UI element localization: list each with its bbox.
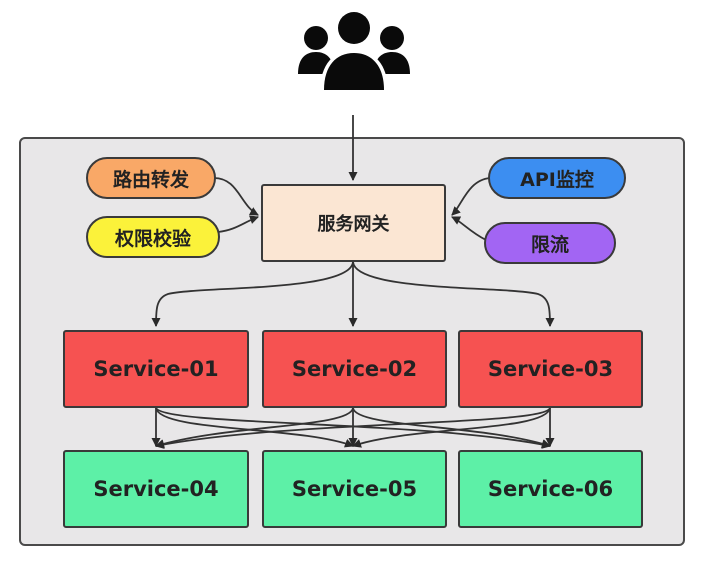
api-monitor-label: API监控 [520, 168, 594, 191]
arrow-service-01-to-05 [155, 407, 354, 448]
arrow-gateway-to-service-03 [352, 261, 555, 327]
users-group-icon [296, 8, 412, 94]
service-box: Service-05 [262, 450, 447, 528]
service-label: Service-01 [93, 357, 219, 381]
service-box: Service-01 [63, 330, 249, 408]
service-box: Service-06 [458, 450, 643, 528]
service-label: Service-03 [487, 357, 614, 381]
arrow-service-03-to-05 [352, 407, 551, 448]
routing-pill: 路由转发 [86, 157, 216, 199]
auth-pill: 权限校验 [86, 216, 220, 258]
gateway-label: 服务网关 [317, 214, 390, 235]
arrow-gateway-to-service-01 [151, 261, 354, 327]
service-label: Service-04 [93, 477, 219, 501]
auth-label: 权限校验 [114, 227, 191, 250]
arrow-service-03-to-04 [155, 407, 551, 449]
service-label: Service-06 [487, 477, 614, 501]
service-label: Service-02 [291, 357, 418, 381]
rate-limit-label: 限流 [530, 233, 569, 256]
arrow-ratelimit-to-gateway [451, 216, 487, 241]
arrow-routing-to-gateway [213, 177, 259, 216]
api-monitor-pill: API监控 [488, 157, 626, 199]
service-box: Service-03 [458, 330, 643, 408]
routing-label: 路由转发 [112, 168, 189, 191]
arrow-apimonitor-to-gateway [451, 177, 491, 216]
arrow-auth-to-gateway [217, 215, 259, 233]
service-box: Service-04 [63, 450, 249, 528]
arrow-service-02-to-04 [155, 407, 354, 449]
arrow-service-01-to-06 [155, 407, 551, 449]
arrow-service-02-to-06 [352, 407, 551, 448]
service-label: Service-05 [291, 477, 418, 501]
gateway-box: 服务网关 [261, 184, 446, 262]
service-box: Service-02 [262, 330, 447, 408]
rate-limit-pill: 限流 [484, 222, 616, 264]
